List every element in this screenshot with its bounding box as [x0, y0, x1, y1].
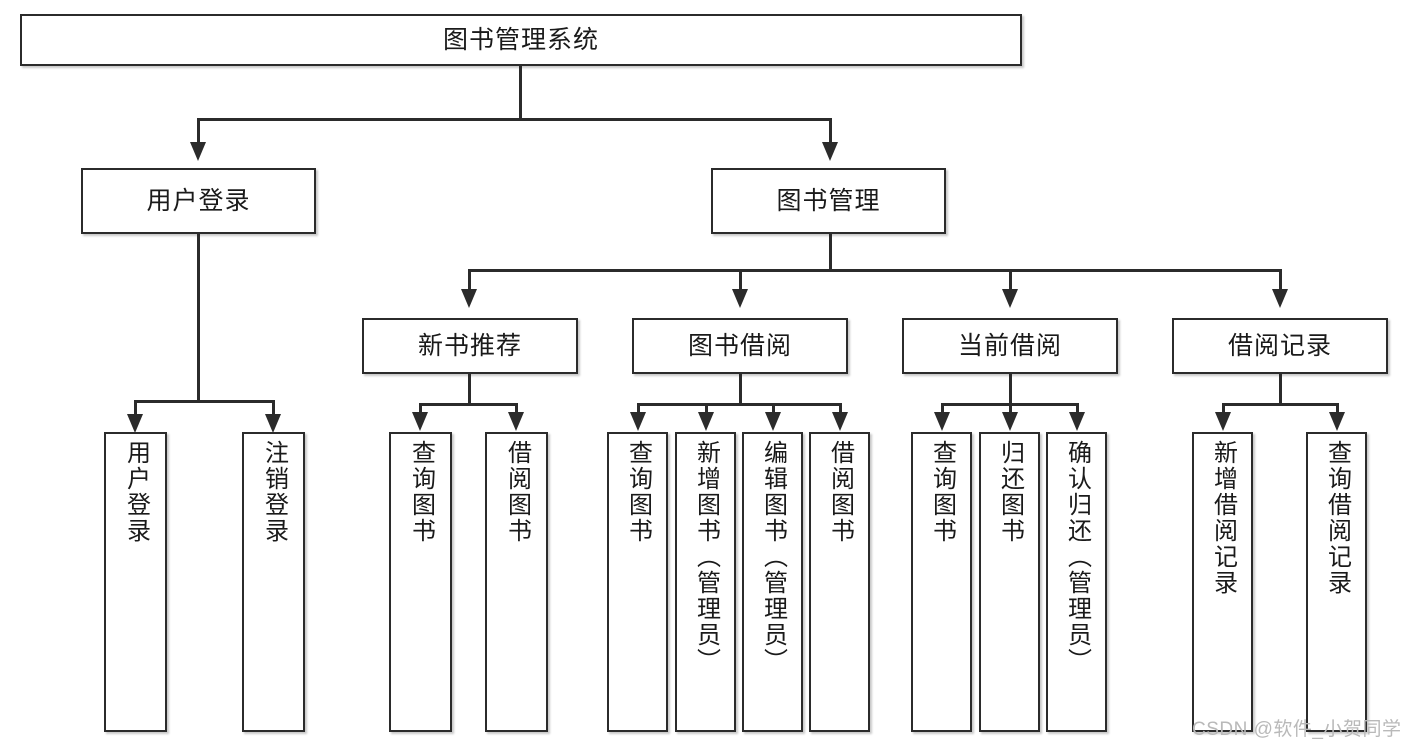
leaf-current-borrow-confirm-return-admin[interactable]: 确认归还（管理员） — [1046, 432, 1107, 732]
node-label: 图书借阅 — [687, 331, 792, 360]
arrowhead-to-current-borrow — [1002, 289, 1018, 308]
leaf-book-borrow-edit-book-admin[interactable]: 编辑图书（管理员） — [742, 432, 803, 732]
arrowhead-to-user-login — [190, 142, 206, 161]
node-user-login[interactable]: 用户登录 — [81, 168, 316, 234]
node-label: 查询借阅记录 — [1323, 440, 1351, 596]
arrowhead-to-book-management — [822, 142, 838, 161]
node-label: 归还图书 — [996, 440, 1024, 544]
arrowhead-current-borrow-leaf-1 — [934, 412, 950, 431]
connector-level2-bus — [197, 118, 831, 121]
connector-user-login-drop-2 — [272, 400, 275, 418]
leaf-current-borrow-query-book[interactable]: 查询图书 — [911, 432, 972, 732]
arrowhead-to-leaf-logout — [265, 414, 281, 433]
arrowhead-to-leaf-user-login — [127, 414, 143, 433]
node-root-book-management-system[interactable]: 图书管理系统 — [20, 14, 1022, 66]
connector-current-borrow-drop-1 — [941, 403, 944, 416]
leaf-user-login-logout[interactable]: 注销登录 — [242, 432, 305, 732]
leaf-new-book-borrow-book[interactable]: 借阅图书 — [485, 432, 548, 732]
connector-borrow-record-stem — [1279, 374, 1282, 405]
arrowhead-to-book-borrow — [732, 289, 748, 308]
node-label: 查询图书 — [928, 440, 956, 544]
node-label: 用户登录 — [146, 186, 251, 215]
node-label: 查询图书 — [407, 440, 435, 544]
connector-root-stem — [519, 66, 522, 119]
leaf-borrow-record-query-record[interactable]: 查询借阅记录 — [1306, 432, 1367, 732]
connector-book-borrow-drop-3 — [772, 403, 775, 416]
connector-book-borrow-drop-2 — [705, 403, 708, 416]
connector-book-borrow-bus — [637, 403, 841, 406]
connector-new-book-drop-2 — [515, 403, 518, 416]
connector-level3-drop-3 — [1009, 269, 1012, 291]
connector-current-borrow-drop-3 — [1076, 403, 1079, 416]
node-label: 当前借阅 — [957, 331, 1062, 360]
node-label: 新增图书（管理员） — [692, 440, 720, 674]
connector-borrow-record-bus — [1222, 403, 1338, 406]
connector-book-management-stem — [829, 234, 832, 270]
leaf-book-borrow-add-book-admin[interactable]: 新增图书（管理员） — [675, 432, 736, 732]
node-label: 查询图书 — [624, 440, 652, 544]
arrowhead-book-borrow-leaf-1 — [630, 412, 646, 431]
node-label: 确认归还（管理员） — [1063, 440, 1091, 674]
node-label: 新书推荐 — [417, 331, 522, 360]
connector-level3-drop-2 — [739, 269, 742, 291]
connector-level2-drop-2 — [829, 118, 832, 142]
node-borrow-record[interactable]: 借阅记录 — [1172, 318, 1388, 374]
connector-level2-drop-1 — [197, 118, 200, 142]
node-book-management[interactable]: 图书管理 — [711, 168, 946, 234]
connector-current-borrow-drop-2 — [1009, 403, 1012, 416]
leaf-borrow-record-add-record[interactable]: 新增借阅记录 — [1192, 432, 1253, 732]
arrowhead-current-borrow-leaf-3 — [1069, 412, 1085, 431]
node-book-borrow[interactable]: 图书借阅 — [632, 318, 848, 374]
arrowhead-borrow-record-leaf-1 — [1215, 412, 1231, 431]
leaf-current-borrow-return-book[interactable]: 归还图书 — [979, 432, 1040, 732]
node-label: 用户登录 — [122, 440, 150, 544]
node-label: 图书管理 — [776, 186, 881, 215]
arrowhead-book-borrow-leaf-4 — [832, 412, 848, 431]
connector-borrow-record-drop-1 — [1222, 403, 1225, 416]
node-current-borrow[interactable]: 当前借阅 — [902, 318, 1118, 374]
node-label: 借阅记录 — [1227, 331, 1332, 360]
connector-current-borrow-stem — [1009, 374, 1012, 405]
watermark-text: CSDN @软件_小贺同学 — [1192, 719, 1402, 740]
arrowhead-to-new-book-recommend — [461, 289, 477, 308]
arrowhead-book-borrow-leaf-2 — [698, 412, 714, 431]
arrowhead-to-borrow-record — [1272, 289, 1288, 308]
connector-level3-bus — [468, 269, 1280, 272]
leaf-book-borrow-query-book[interactable]: 查询图书 — [607, 432, 668, 732]
node-label: 新增借阅记录 — [1209, 440, 1237, 596]
connector-book-borrow-drop-1 — [637, 403, 640, 416]
arrowhead-book-borrow-leaf-3 — [765, 412, 781, 431]
node-label: 借阅图书 — [826, 440, 854, 544]
leaf-user-login-login[interactable]: 用户登录 — [104, 432, 167, 732]
node-label: 注销登录 — [260, 440, 288, 544]
connector-borrow-record-drop-2 — [1336, 403, 1339, 416]
arrowhead-current-borrow-leaf-2 — [1002, 412, 1018, 431]
node-new-book-recommend[interactable]: 新书推荐 — [362, 318, 578, 374]
connector-user-login-stem — [197, 234, 200, 402]
connector-book-borrow-stem — [739, 374, 742, 405]
node-label: 编辑图书（管理员） — [759, 440, 787, 674]
connector-new-book-bus — [419, 403, 518, 406]
arrowhead-new-book-leaf-1 — [412, 412, 428, 431]
connector-level3-drop-1 — [468, 269, 471, 291]
connector-book-borrow-drop-4 — [839, 403, 842, 416]
connector-new-book-drop-1 — [419, 403, 422, 416]
arrowhead-new-book-leaf-2 — [508, 412, 524, 431]
arrowhead-borrow-record-leaf-2 — [1329, 412, 1345, 431]
connector-user-login-drop-1 — [134, 400, 137, 418]
leaf-new-book-query-book[interactable]: 查询图书 — [389, 432, 452, 732]
node-label: 图书管理系统 — [442, 25, 599, 54]
connector-level3-drop-4 — [1279, 269, 1282, 291]
connector-user-login-bus — [134, 400, 272, 403]
connector-new-book-stem — [468, 374, 471, 405]
leaf-book-borrow-borrow-book[interactable]: 借阅图书 — [809, 432, 870, 732]
node-label: 借阅图书 — [503, 440, 531, 544]
